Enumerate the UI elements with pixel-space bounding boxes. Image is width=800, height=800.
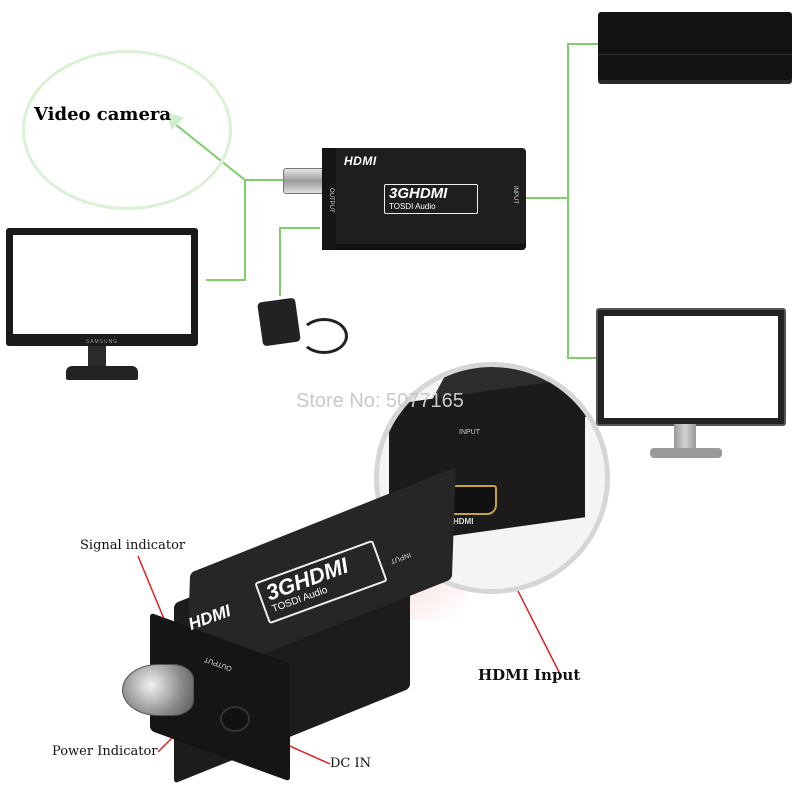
video-camera-circle	[22, 50, 232, 210]
monitor-left-base	[66, 366, 138, 380]
power-adapter	[257, 297, 301, 347]
monitor-left: SAMSUNG	[6, 228, 198, 346]
signal-indicator-label: Signal indicator	[80, 538, 186, 553]
model-sub-small: TOSDI Audio	[389, 202, 436, 211]
monitor-right-base	[650, 448, 722, 458]
monitor-right-connection-line	[567, 198, 596, 359]
monitor-left-connection-line	[206, 180, 246, 281]
monitor-left-stand	[88, 346, 106, 368]
input-label-small: INPUT	[512, 186, 518, 204]
model-main-small: 3GHDMI	[389, 185, 448, 202]
output-label-small: OUTPUT	[328, 188, 334, 213]
magnifier-port-label: HDMI	[453, 517, 474, 526]
monitor-right-stand	[674, 424, 696, 450]
store-watermark: Store No: 5077165	[296, 390, 464, 412]
converter-big: HDMI 3GHDMI TOSDI Audio INPUT OUTPUT	[150, 467, 460, 784]
player-connection-line	[567, 43, 598, 198]
hdmi-logo-small: HDMI	[344, 154, 377, 168]
power-connection-line	[279, 227, 320, 296]
converter-small: HDMI 3GHDMI TOSDI Audio OUTPUT INPUT	[322, 148, 526, 250]
video-camera-label: Video camera	[34, 104, 172, 125]
magnifier-input-label: INPUT	[459, 429, 480, 436]
dc-in-jack	[220, 706, 250, 732]
power-adapter-cable	[300, 318, 348, 354]
bnc-connector-big	[122, 664, 194, 716]
monitor-left-brand: SAMSUNG	[85, 339, 119, 345]
monitor-left-screen	[13, 235, 191, 334]
player-stripe	[598, 54, 792, 55]
dc-in-label: DC IN	[330, 756, 372, 771]
converter-small-side	[322, 148, 336, 250]
hdmi-input-label: HDMI Input	[478, 666, 581, 684]
monitor-right-screen	[604, 316, 778, 418]
bnc-connector-small	[283, 168, 325, 194]
power-indicator-label: Power Indicator	[52, 744, 158, 759]
monitor-right	[596, 308, 786, 426]
blu-ray-player	[598, 12, 792, 80]
model-box-small: 3GHDMI TOSDI Audio	[384, 184, 478, 214]
